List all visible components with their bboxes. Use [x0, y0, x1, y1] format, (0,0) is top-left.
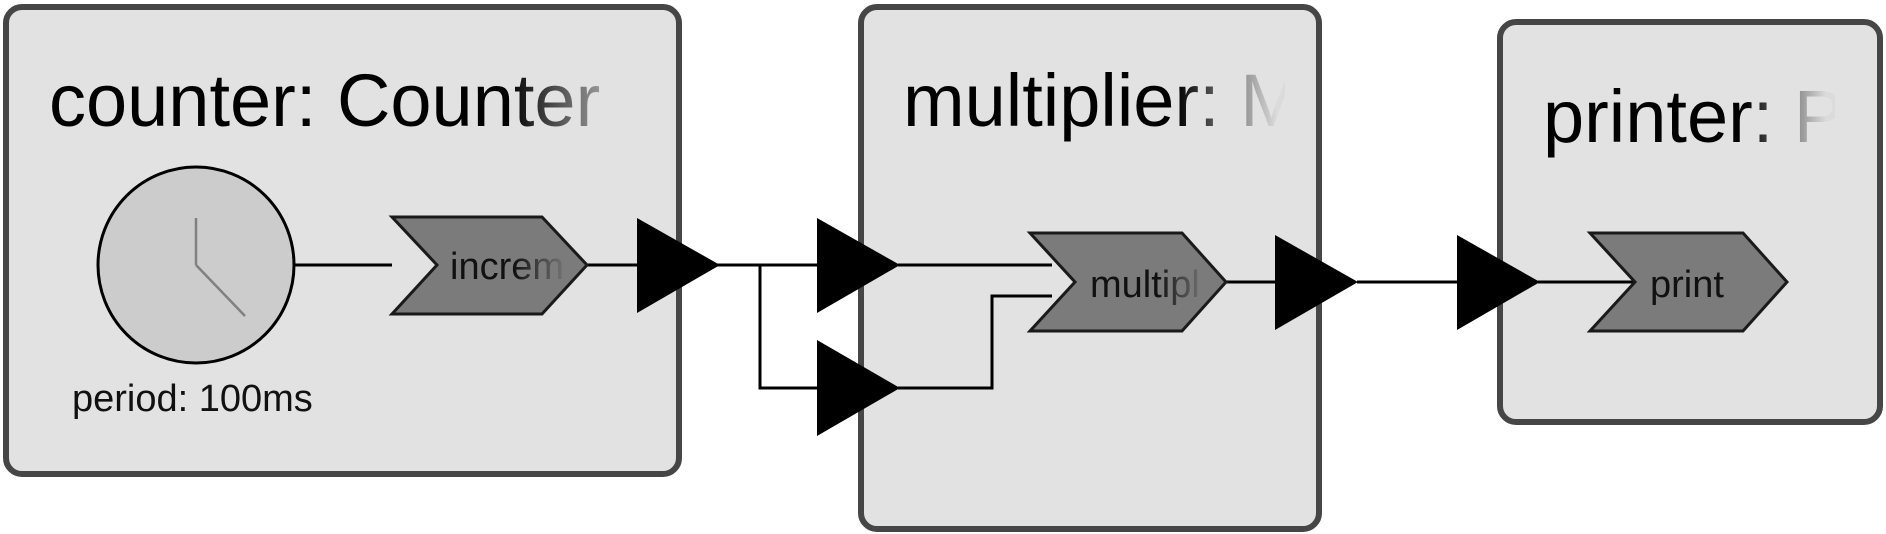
clock-minute-hand [195, 264, 246, 317]
reaction-multiply[interactable]: multipl [1026, 231, 1229, 333]
reactor-printer-title: printer: Printer [1543, 75, 1886, 158]
connections [294, 263, 1640, 390]
counter-output-port[interactable] [637, 218, 720, 313]
wire-input2-to-multiply [898, 294, 1052, 390]
reaction-multiply-label: multipl [1090, 264, 1200, 306]
multiplier-output-port[interactable] [1275, 235, 1358, 330]
reactor-multiplier-title: multiplier: Multiplier [903, 59, 1536, 142]
reactor-printer-box [1497, 19, 1883, 425]
reactor-printer[interactable]: printer: Printer [1497, 19, 1886, 425]
reactor-counter-title: counter: Counter [49, 59, 600, 142]
timer-period-label: period: 100ms [72, 378, 313, 420]
timer[interactable]: period: 100ms [72, 165, 313, 420]
reaction-increment-label: incremnt [450, 246, 596, 288]
reaction-print-shape [1586, 231, 1790, 333]
multiplier-input-port-1[interactable] [817, 218, 900, 313]
wire-output-to-input2 [758, 265, 820, 390]
ports [637, 218, 1540, 436]
reaction-increment-shape [388, 215, 590, 316]
reaction-multiply-shape [1026, 231, 1229, 333]
reaction-print[interactable]: print [1586, 231, 1790, 333]
reaction-print-label: print [1650, 264, 1724, 306]
reaction-increment[interactable]: incremnt [388, 215, 596, 316]
printer-input-port[interactable] [1457, 235, 1540, 330]
multiplier-input-port-2[interactable] [817, 340, 900, 436]
